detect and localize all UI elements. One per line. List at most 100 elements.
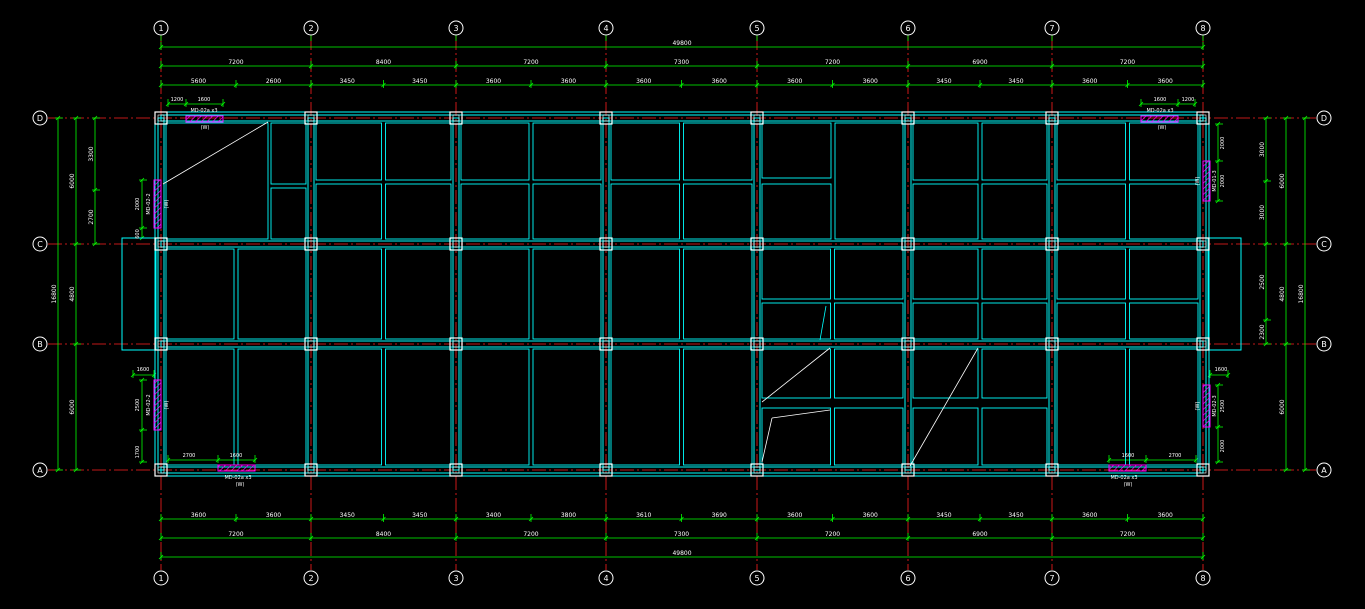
dim-slash: [1263, 241, 1269, 247]
wall-reinforcement: [217, 464, 256, 472]
column-core: [904, 240, 912, 248]
dimension-lines: [55, 42, 1310, 560]
wall-tag-text: (W): [1124, 482, 1133, 488]
slab-panel: [683, 183, 753, 240]
axis-bubble-top-2: [303, 20, 319, 36]
dim-slash: [158, 535, 164, 541]
axis-bubble-left-B: [32, 336, 48, 352]
column-core: [307, 240, 315, 248]
axis-bubble-right-D: [1316, 110, 1332, 126]
dim-slash: [754, 82, 760, 88]
slab-panel: [834, 348, 904, 399]
column-6C: [901, 237, 915, 251]
slab-panel: [981, 407, 1048, 466]
slab-panel: [165, 248, 235, 340]
axis-bubble-right-A-label: A: [1321, 466, 1327, 475]
axis-bubble-right-C: [1316, 236, 1332, 252]
dim-text-bottom-sub: 3600: [191, 512, 206, 519]
dim-slash: [92, 115, 98, 121]
dim-slash: [1193, 457, 1199, 463]
column-core: [157, 114, 165, 122]
dim-slash: [453, 82, 459, 88]
dim-slash: [220, 101, 226, 107]
dim-slash: [1215, 424, 1221, 430]
dim-slash: [679, 82, 684, 88]
dim-slash: [603, 82, 609, 88]
dim-slash: [1302, 115, 1308, 121]
dim-slash: [92, 241, 98, 247]
dim-slash: [55, 467, 61, 473]
dim-text-bottom-span: 7200: [1120, 531, 1135, 538]
column-1B: [154, 337, 168, 351]
dim-text-bottom-total: 49800: [672, 550, 691, 557]
dim-text-left-outer: 16800: [51, 284, 58, 303]
column-3A: [449, 463, 463, 477]
column-core: [1199, 114, 1207, 122]
dim-slash: [1200, 44, 1206, 50]
slab-panel: [912, 248, 979, 300]
dim-text-top-sub: 3450: [1008, 78, 1023, 85]
axis-bubble-bottom-7-label: 7: [1049, 574, 1054, 583]
dim-slash: [1283, 241, 1289, 247]
dim-slash: [183, 101, 189, 107]
wall-tag-text: (W): [1195, 177, 1201, 186]
slab-panel: [683, 248, 753, 340]
dim-slash: [603, 63, 609, 69]
slab-panel: [1056, 348, 1126, 466]
axis-bubble-bottom-2-label: 2: [308, 574, 313, 583]
column-8B: [1196, 337, 1210, 351]
wall-reinforcement: [185, 115, 224, 123]
dim-slash: [754, 516, 760, 522]
dim-text-bottom-sub: 3450: [340, 512, 355, 519]
dim-text-top-sub: 3600: [863, 78, 878, 85]
wall-reinforcement: [1140, 115, 1179, 123]
slab-panel: [1129, 302, 1199, 340]
dim-slash: [1283, 341, 1289, 347]
axis-bubble-top-5: [749, 20, 765, 36]
dim-text-top-span: 7200: [523, 59, 538, 66]
beam-outlines: [121, 111, 1242, 477]
dim-slash: [308, 535, 314, 541]
dim-text-top-span: 7200: [825, 59, 840, 66]
slab-panel: [761, 302, 831, 340]
column-2B: [304, 337, 318, 351]
column-7A: [1045, 463, 1059, 477]
dim-slash: [308, 516, 314, 522]
dim-slash: [308, 82, 314, 88]
dim-text-bottom-sub: 3450: [412, 512, 427, 519]
dim-slash: [1200, 535, 1206, 541]
slab-panel: [912, 407, 979, 466]
column-core: [1048, 466, 1056, 474]
column-3C: [449, 237, 463, 251]
dim-slash: [158, 63, 164, 69]
column-4B: [599, 337, 613, 351]
slab-panel: [610, 122, 680, 181]
dim-text-right-mid: 4800: [1279, 286, 1286, 301]
dim-text-bottom-sub: 3450: [1008, 512, 1023, 519]
column-core: [904, 114, 912, 122]
dim-slash: [603, 516, 609, 522]
dim-slash: [215, 457, 221, 463]
slab-panel: [610, 248, 680, 340]
dim-slash: [1263, 178, 1269, 184]
beam-col-3: [452, 117, 460, 471]
dim-slash: [139, 459, 145, 465]
dim-text-left-mid: 6000: [69, 399, 76, 414]
dim-text-top-sub: 5600: [191, 78, 206, 85]
dim-text-top-sub: 3600: [636, 78, 651, 85]
axis-bubble-left-A: [32, 462, 48, 478]
column-5B: [750, 337, 764, 351]
column-core: [1048, 240, 1056, 248]
axis-bubble-bottom-3: [448, 570, 464, 586]
column-core: [904, 340, 912, 348]
dim-text-top-sub: 3450: [340, 78, 355, 85]
slab-panel: [981, 348, 1048, 399]
column-4C: [599, 237, 613, 251]
dim-text-top-sub: 3600: [712, 78, 727, 85]
axis-bubble-bottom-4: [598, 570, 614, 586]
stair-diagonal: [761, 417, 773, 463]
column-core: [753, 240, 761, 248]
slab-panel: [315, 348, 382, 466]
dim-text-top-sub: 3600: [486, 78, 501, 85]
